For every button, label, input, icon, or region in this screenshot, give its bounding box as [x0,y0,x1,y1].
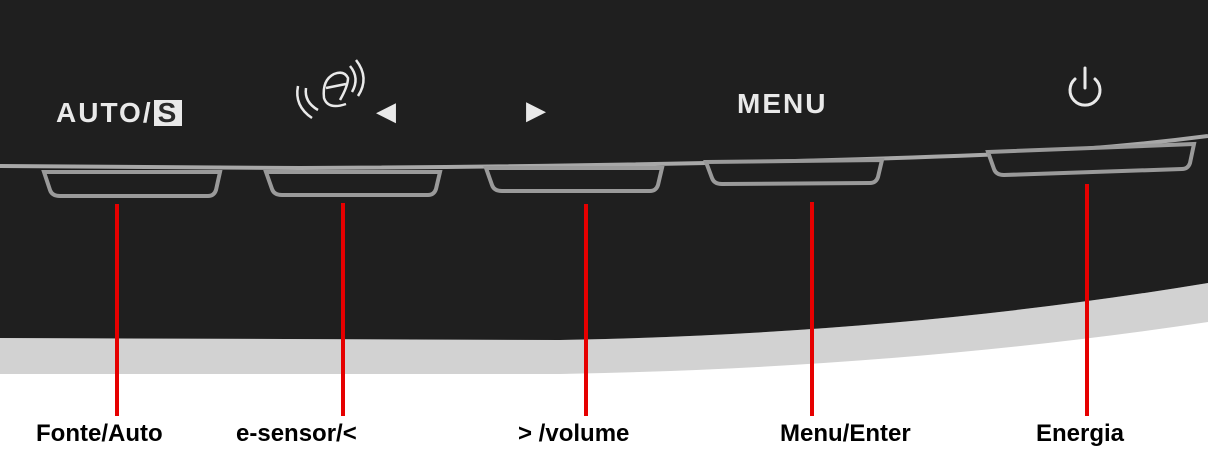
callout-e-sensor: e-sensor/< [236,420,357,447]
callout-volume: > /volume [518,420,630,447]
e-sensor-button[interactable] [263,170,443,197]
e-sensor-icon [296,59,365,120]
menu-label: MENU [737,88,828,119]
auto-button[interactable] [41,170,223,198]
power-icon [1068,66,1102,107]
s-icon: S [153,99,183,127]
callout-fonte-auto: Fonte/Auto [36,420,163,447]
auto-label: AUTO/S [56,97,183,128]
right-volume-button[interactable] [483,166,665,193]
auto-text: AUTO/ [56,97,153,128]
callout-menu-enter: Menu/Enter [780,420,911,447]
menu-button[interactable] [703,157,885,187]
bezel-lower-edge [0,283,1208,374]
callout-energia: Energia [1036,420,1125,447]
right-arrow-icon: ▶ [526,96,546,126]
power-button[interactable] [985,141,1197,178]
left-arrow-icon: ◀ [376,97,396,127]
